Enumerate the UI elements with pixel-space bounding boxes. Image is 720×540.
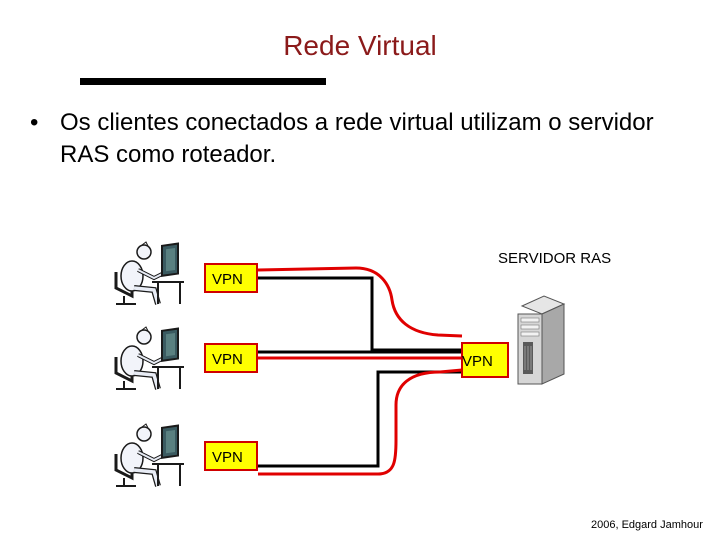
bullet-item: • Os clientes conectados a rede virtual … <box>30 107 670 171</box>
network-cables <box>258 276 462 468</box>
vpn-label-client-3: VPN <box>212 449 243 466</box>
vpn-box-server: VPN <box>461 342 509 378</box>
vpn-box-client-2: VPN <box>204 343 258 373</box>
person-at-computer-icon <box>116 242 184 304</box>
server-label: SERVIDOR RAS <box>498 250 612 267</box>
title-underline <box>80 78 326 85</box>
bullet-marker: • <box>30 109 39 136</box>
vpn-box-client-3: VPN <box>204 441 258 471</box>
slide-title: Rede Virtual <box>283 30 437 61</box>
vpn-tunnels <box>257 266 463 476</box>
vpn-label-client-2: VPN <box>212 351 243 368</box>
server-tower-icon <box>517 295 566 385</box>
person-at-computer-icon <box>116 424 184 486</box>
vpn-box-client-1: VPN <box>204 263 258 293</box>
bullet-text: Os clientes conectados a rede virtual ut… <box>60 109 654 168</box>
vpn-label-client-1: VPN <box>212 271 243 288</box>
person-at-computer-icon <box>116 327 184 389</box>
vpn-label-server: VPN <box>462 353 493 370</box>
footer-credit: 2006, Edgard Jamhour <box>591 519 703 531</box>
